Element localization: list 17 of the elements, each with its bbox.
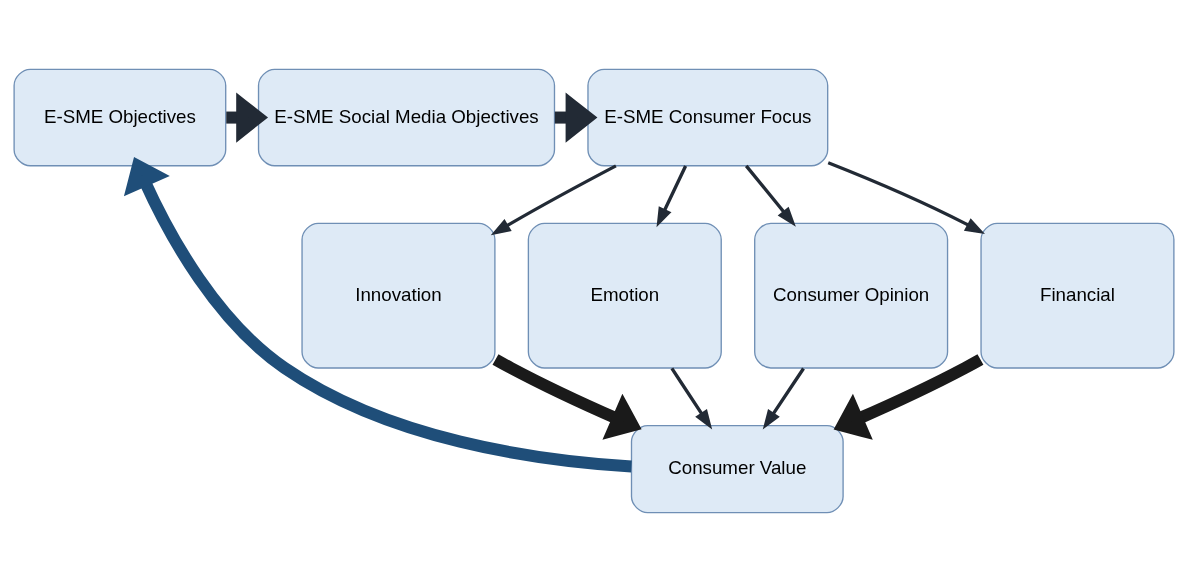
node-box: E-SME Consumer Focus — [587, 68, 829, 166]
arrow — [762, 367, 805, 430]
arrow — [656, 164, 688, 227]
arrow — [670, 367, 713, 430]
node-box: E-SME Social Media Objectives — [257, 68, 556, 166]
node-box: Financial — [980, 222, 1175, 369]
arrow — [123, 156, 632, 473]
node-box: E-SME Objectives — [13, 68, 227, 166]
node-box: Consumer Value — [630, 424, 844, 513]
arrow — [827, 160, 985, 234]
arrow — [490, 163, 617, 235]
node-box: Consumer Opinion — [754, 222, 949, 369]
arrow — [492, 353, 642, 440]
arrow — [744, 164, 796, 227]
node-box: Innovation — [301, 222, 496, 369]
arrow — [833, 353, 984, 440]
node-box: Emotion — [527, 222, 722, 369]
